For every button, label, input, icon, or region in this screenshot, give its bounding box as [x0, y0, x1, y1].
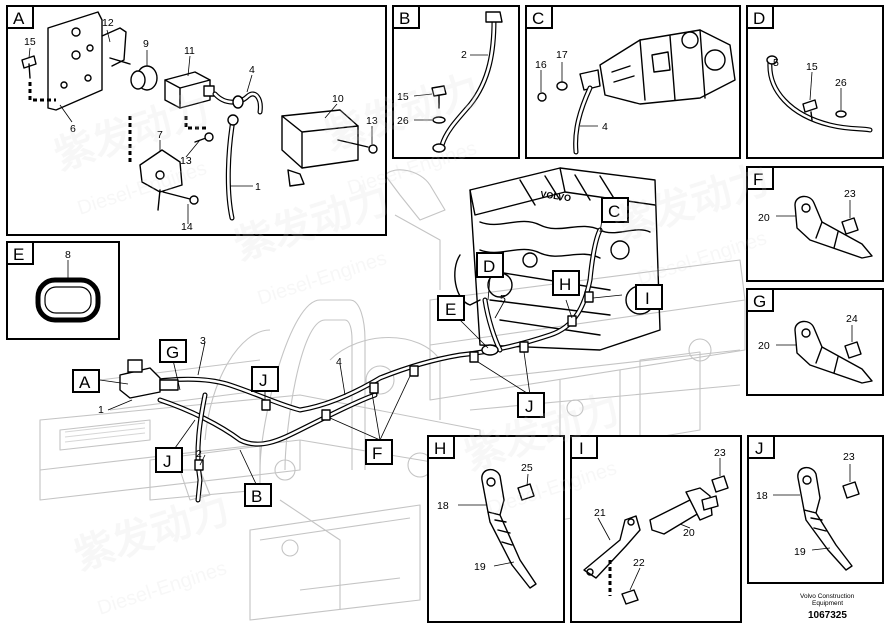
- callout-G[interactable]: G: [159, 339, 187, 363]
- panel-A-label-14: 14: [181, 221, 193, 233]
- callout-J-left[interactable]: J: [155, 447, 183, 473]
- panel-A-label-12: 12: [102, 17, 114, 29]
- panel-A-label-13-right: 13: [366, 115, 378, 127]
- main-label-1: 1: [98, 404, 104, 416]
- panel-A-label-1: 1: [255, 181, 261, 193]
- panel-I-label-21: 21: [594, 507, 606, 519]
- panel-C: C 16 17 4: [525, 5, 741, 159]
- panel-J-label-18: 18: [756, 490, 768, 502]
- callout-H[interactable]: H: [552, 270, 580, 296]
- panel-H-label-19: 19: [474, 561, 486, 573]
- svg-text:C: C: [608, 202, 620, 221]
- panel-C-label-4: 4: [602, 121, 608, 133]
- panel-E: E 8: [6, 241, 120, 340]
- panel-I-label-22: 22: [633, 557, 645, 569]
- main-label-2: 2: [196, 448, 202, 460]
- panel-A: A: [6, 5, 387, 236]
- panel-B-label-15: 15: [397, 91, 409, 103]
- panel-I: I 23 21 22 20: [570, 435, 742, 623]
- main-leaders: [99, 219, 623, 487]
- panel-G-tag: G: [753, 292, 766, 311]
- panel-A-label-6: 6: [70, 123, 76, 135]
- panel-A-label-15: 15: [24, 36, 36, 48]
- panel-C-label-17: 17: [556, 49, 568, 61]
- panel-J-label-19: 19: [794, 546, 806, 558]
- panel-D-label-15: 15: [806, 61, 818, 73]
- main-label-3: 3: [200, 335, 206, 347]
- panel-A-label-9: 9: [143, 38, 149, 50]
- panel-C-label-16: 16: [535, 59, 547, 71]
- footer-brand-line-2: Equipment: [812, 600, 843, 607]
- panel-B: B 2 15 26: [392, 5, 520, 159]
- panel-A-label-10: 10: [332, 93, 344, 105]
- svg-text:G: G: [166, 343, 179, 362]
- footer-brand-line-1: Volvo Construction: [800, 593, 855, 600]
- panel-E-label-8: 8: [65, 249, 71, 261]
- panel-J-tag: J: [755, 439, 764, 458]
- footer-drawing-code: 1067325: [808, 610, 847, 621]
- panel-D: D 5 15 26: [746, 5, 884, 159]
- callout-E[interactable]: E: [437, 295, 465, 321]
- panel-I-label-20: 20: [683, 527, 695, 539]
- panel-B-tag: B: [399, 9, 410, 28]
- panel-B-label-26: 26: [397, 115, 409, 127]
- panel-F-tag: F: [753, 170, 763, 189]
- panel-I-tag: I: [579, 439, 584, 458]
- panel-A-label-4: 4: [249, 64, 255, 76]
- callout-A[interactable]: A: [72, 369, 100, 393]
- svg-text:J: J: [525, 397, 534, 416]
- svg-text:J: J: [259, 371, 268, 390]
- callout-J-mid[interactable]: J: [251, 366, 279, 392]
- panel-A-label-7: 7: [157, 129, 163, 141]
- callout-I[interactable]: I: [635, 284, 663, 310]
- panel-G-label-20: 20: [758, 340, 770, 352]
- main-label-4: 4: [336, 356, 342, 368]
- panel-A-label-13-left: 13: [180, 155, 192, 167]
- panel-G: G 20 24: [746, 288, 884, 396]
- panel-J: J 23 18 19: [747, 435, 884, 584]
- engine-block: VOLVO: [454, 167, 661, 351]
- panel-H-label-18: 18: [437, 500, 449, 512]
- svg-text:I: I: [645, 289, 650, 308]
- panel-H-tag: H: [434, 439, 446, 458]
- panel-A-label-11: 11: [184, 45, 195, 57]
- main-harness: [119, 227, 603, 503]
- panel-H: H 25 18 19: [427, 435, 565, 623]
- panel-B-label-2: 2: [461, 49, 467, 61]
- svg-text:F: F: [372, 444, 382, 463]
- callout-F[interactable]: F: [365, 439, 393, 465]
- machine-frame-ghost: [39, 169, 746, 621]
- svg-text:H: H: [559, 275, 571, 294]
- panel-C-tag: C: [532, 9, 544, 28]
- panel-F-label-20: 20: [758, 212, 770, 224]
- engine-brand-text: VOLVO: [540, 189, 572, 203]
- svg-text:D: D: [483, 257, 495, 276]
- panel-A-tag: A: [13, 9, 25, 28]
- callout-C[interactable]: C: [601, 197, 629, 223]
- panel-E-tag: E: [13, 245, 24, 264]
- panel-D-tag: D: [753, 9, 765, 28]
- panel-H-label-25: 25: [521, 462, 533, 474]
- svg-text:E: E: [445, 300, 456, 319]
- svg-text:B: B: [251, 487, 262, 506]
- svg-text:A: A: [79, 373, 91, 392]
- callout-J-right[interactable]: J: [517, 392, 545, 418]
- panel-D-label-26: 26: [835, 77, 847, 89]
- panel-D-label-5: 5: [773, 57, 779, 69]
- panel-F-label-23: 23: [844, 188, 856, 200]
- main-label-5: 5: [500, 293, 506, 305]
- panel-G-label-24: 24: [846, 313, 858, 325]
- svg-text:J: J: [163, 452, 172, 471]
- callout-B[interactable]: B: [244, 483, 272, 507]
- panel-I-label-23: 23: [714, 447, 726, 459]
- panel-J-label-23: 23: [843, 451, 855, 463]
- callout-D[interactable]: D: [476, 252, 504, 278]
- panel-F: F 20 23: [746, 166, 884, 282]
